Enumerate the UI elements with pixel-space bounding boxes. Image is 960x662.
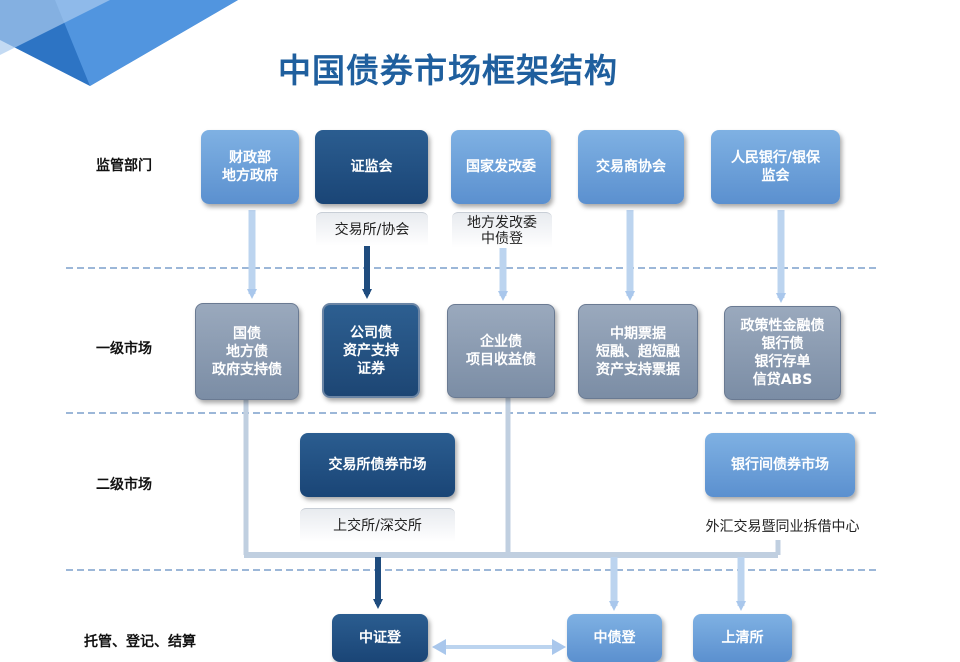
- custody-shch: 上清所: [693, 614, 792, 662]
- secondary-exchange-market: 交易所债券市场: [300, 433, 455, 497]
- row-label-secondary: 二级市场: [96, 477, 152, 493]
- sub-text: 交易所/协会: [334, 221, 410, 238]
- sub-text: 中债登: [481, 230, 523, 247]
- custody-ccdc: 中债登: [567, 614, 662, 662]
- regulator-sub-exchange: 交易所/协会: [316, 212, 428, 246]
- primary-corporate-bonds: 公司债 资产支持 证券: [322, 303, 420, 398]
- box-text: 财政部: [229, 150, 271, 166]
- secondary-exchange-sub: 上交所/深交所: [300, 508, 455, 542]
- box-text: 国家发改委: [466, 159, 536, 175]
- page-title: 中国债券市场框架结构: [278, 51, 618, 90]
- box-text: 银行债: [761, 336, 804, 352]
- custody-csdc: 中证登: [332, 614, 428, 662]
- box-text: 地方债: [226, 343, 268, 360]
- box-text: 短融、超短融: [596, 343, 680, 360]
- box-text: 信贷ABS: [752, 372, 813, 388]
- box-text: 人民银行/银保: [730, 150, 821, 166]
- box-text: 项目收益债: [466, 352, 536, 368]
- secondary-interbank-market: 银行间债券市场: [705, 433, 855, 497]
- box-text: 资产支持票据: [596, 361, 680, 378]
- regulator-pboc: 人民银行/银保 监会: [711, 130, 840, 204]
- primary-notes: 中期票据 短融、超短融 资产支持票据: [578, 304, 698, 399]
- box-text: 证监会: [350, 159, 393, 175]
- row-label-custody: 托管、登记、结算: [84, 634, 196, 650]
- box-text: 银行存单: [754, 354, 811, 370]
- row-label-primary: 一级市场: [96, 341, 152, 357]
- regulator-mof: 财政部 地方政府: [201, 130, 299, 204]
- box-text: 证券: [357, 360, 385, 377]
- secondary-interbank-sub: 外汇交易暨同业拆借中心: [705, 519, 860, 535]
- regulator-csrc: 证监会: [315, 130, 428, 204]
- double-arrow-head: [552, 639, 566, 655]
- regulator-sub-ndrc: 地方发改委 中债登: [452, 212, 552, 248]
- regulator-nafmii: 交易商协会: [578, 130, 684, 204]
- regulator-ndrc: 国家发改委: [451, 130, 551, 204]
- box-text: 交易商协会: [596, 159, 666, 175]
- row-label-regulators: 监管部门: [96, 158, 152, 174]
- box-text: 政府支持债: [212, 361, 282, 378]
- box-text: 地方政府: [222, 168, 278, 184]
- box-text: 监会: [761, 168, 790, 184]
- double-arrow-head: [432, 639, 446, 655]
- primary-financial-bonds: 政策性金融债 银行债 银行存单 信贷ABS: [724, 306, 841, 400]
- box-text: 企业债: [480, 334, 522, 350]
- box-text: 中期票据: [610, 325, 666, 342]
- box-text: 公司债: [350, 324, 392, 341]
- box-text: 政策性金融债: [740, 318, 825, 334]
- primary-government-bonds: 国债 地方债 政府支持债: [195, 303, 299, 400]
- box-text: 国债: [233, 325, 261, 342]
- sub-text: 地方发改委: [467, 214, 537, 231]
- corner-decoration: [0, 0, 238, 86]
- box-text: 资产支持: [343, 342, 399, 359]
- primary-enterprise-bonds: 企业债 项目收益债: [447, 304, 555, 398]
